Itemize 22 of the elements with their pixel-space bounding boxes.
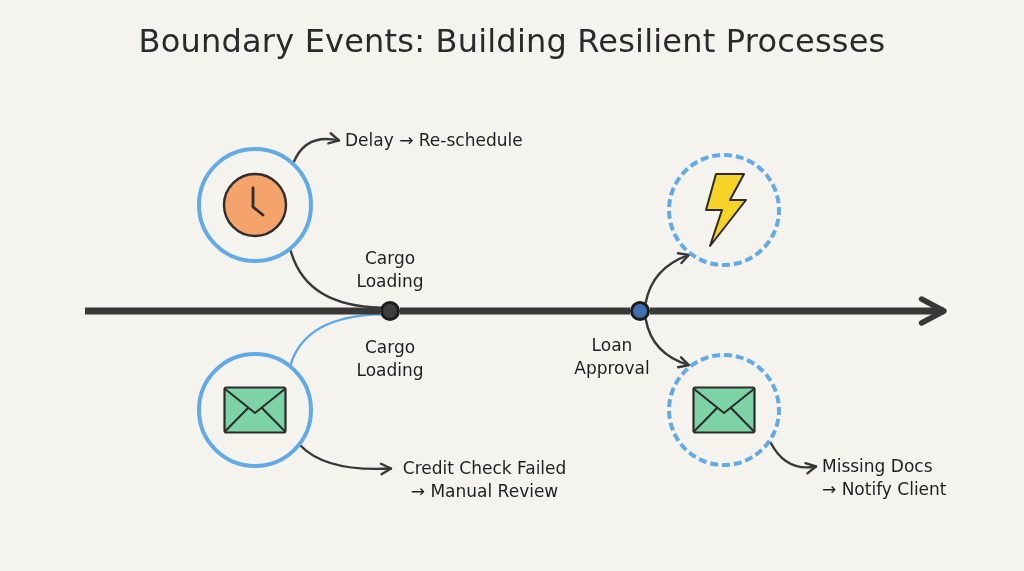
arrow xyxy=(644,252,691,304)
dashed-event-circle xyxy=(667,153,781,267)
arrow xyxy=(299,444,393,476)
outcome-label: Credit Check Failed → Manual Review xyxy=(397,457,573,503)
task-label: Cargo Loading xyxy=(356,336,424,382)
outcome-label: Missing Docs → Notify Client xyxy=(822,455,950,501)
connector-line xyxy=(289,313,382,366)
task-label: Cargo Loading xyxy=(356,247,424,293)
arrow xyxy=(769,441,818,475)
task-dot xyxy=(380,301,400,321)
timeline-line xyxy=(400,307,630,315)
event-circle xyxy=(197,147,313,263)
event-circle xyxy=(197,352,313,468)
arrow xyxy=(644,318,691,369)
arrow xyxy=(292,132,341,164)
dashed-event-circle xyxy=(667,353,781,467)
timeline-arrow xyxy=(650,296,947,326)
task-label: Loan Approval xyxy=(574,334,650,380)
connector-line xyxy=(289,249,382,309)
diagram-title: Boundary Events: Building Resilient Processes xyxy=(138,22,886,61)
outcome-label: Delay → Re-schedule xyxy=(345,129,523,152)
task-dot xyxy=(630,301,650,321)
